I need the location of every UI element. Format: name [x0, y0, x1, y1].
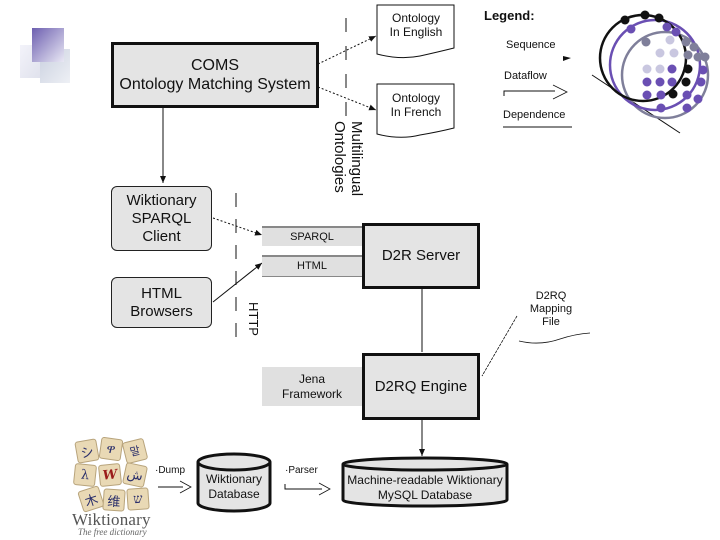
decor-dot [626, 24, 636, 34]
logo-tile: 말 [121, 437, 149, 465]
decor-dot [696, 77, 706, 87]
decor-dot [700, 52, 710, 62]
html-browsers-box[interactable]: HTML Browsers [111, 277, 212, 328]
decor-dot [656, 103, 666, 113]
legend-title: Legend: [484, 8, 535, 23]
d2rq-mapping-file-label[interactable]: D2RQ Mapping File [529, 290, 573, 328]
wiktionary-db-label[interactable]: Wiktionary Database [205, 472, 262, 501]
decor-dot [671, 27, 681, 37]
mysql-db-cylinder [341, 456, 509, 508]
client-to-sparql-arrow [212, 217, 263, 236]
decor-dot [667, 64, 677, 74]
decor-dot [665, 35, 675, 45]
decor-dot [655, 48, 665, 58]
coms-subtitle: Ontology Matching System [119, 76, 311, 93]
jena-framework-box[interactable]: Jena Framework [262, 367, 362, 406]
logo-tile: シ [74, 438, 100, 464]
coms-title: COMS [191, 57, 239, 74]
mapping-file-doc-shape [518, 332, 591, 344]
ontology-french-label[interactable]: Ontology In French [390, 91, 442, 119]
mapping-file-leader [481, 315, 518, 377]
logo-tile: ש [126, 487, 150, 511]
logo-tile: ዋ [98, 436, 124, 462]
d2rq-engine-box[interactable]: D2RQ Engine [362, 353, 480, 420]
decor-dot [681, 77, 691, 87]
decor-dot [667, 77, 677, 87]
ontology-english-label[interactable]: Ontology In English [389, 11, 443, 39]
logo-tile: ش [121, 461, 149, 489]
wiktionary-logo-title: Wiktionary [72, 510, 151, 529]
legend-item-dependence: Dependence [503, 109, 566, 121]
decor-dot [656, 90, 666, 100]
browser-to-html-arrow [212, 262, 263, 303]
coms-to-english-arrow [317, 35, 377, 65]
decor-dot [693, 94, 703, 104]
decor-dot [655, 77, 665, 87]
decor-dot [683, 50, 693, 60]
wiktionary-sparql-client-box[interactable]: Wiktionary SPARQL Client [111, 186, 212, 251]
logo-tile: 维 [102, 488, 126, 512]
decor-dot [693, 52, 703, 62]
wiktionary-logo-subtitle: The free dictionary [78, 527, 147, 537]
decor-dot [681, 37, 691, 47]
http-label: HTTP [246, 302, 261, 336]
ontology-english-doc-shape [376, 4, 455, 59]
legend-graphics [503, 56, 572, 128]
sparql-port[interactable]: SPARQL [262, 228, 362, 246]
logo-tile: λ [72, 462, 98, 488]
logo-tile: 木 [77, 485, 105, 513]
html-port[interactable]: HTML [262, 257, 362, 276]
decor-dot [642, 90, 652, 100]
parser-label: ·Parser [285, 465, 318, 476]
decor-dot [689, 42, 699, 52]
decor-dot [642, 64, 652, 74]
legend-item-dataflow: Dataflow [504, 70, 547, 82]
decor-dot [642, 77, 652, 87]
d2r-server-box[interactable]: D2R Server [362, 223, 480, 289]
decor-dot [655, 64, 665, 74]
decor-dot [641, 37, 651, 47]
decor-dot [640, 10, 650, 20]
dump-label: ·Dump [155, 465, 186, 476]
stacked-squares-icon [20, 28, 70, 83]
mysql-db-label[interactable]: Machine-readable Wiktionary MySQL Databa… [347, 473, 503, 502]
logo-tile: W [97, 462, 123, 488]
coms-box[interactable]: COMS Ontology Matching System [111, 42, 319, 108]
wiktionary-db-cylinder [196, 452, 272, 513]
legend-item-sequence: Sequence [506, 39, 556, 51]
coms-to-french-arrow [317, 86, 377, 111]
decor-dot [683, 64, 693, 74]
decor-dot [620, 15, 630, 25]
ontology-french-doc-shape [376, 83, 455, 138]
multilingual-ontologies-label: Multilingual Ontologies [331, 121, 365, 197]
dotted-circles-icon [591, 10, 710, 134]
decor-dot [669, 48, 679, 58]
decor-dot [682, 90, 692, 100]
parser-arrow-line [284, 484, 322, 490]
decor-dot [698, 65, 708, 75]
decor-dot [682, 103, 692, 113]
decor-dot [654, 13, 664, 23]
decor-dot [668, 89, 678, 99]
decor-dot [662, 22, 672, 32]
